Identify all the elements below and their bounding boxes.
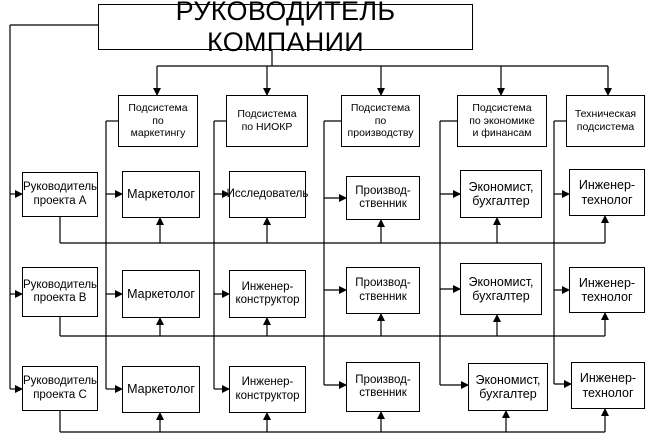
role-a-technical-label: Инженер- технолог: [578, 178, 636, 207]
role-b-technical-box: Инженер- технолог: [569, 267, 645, 313]
role-c-technical-label: Инженер- технолог: [579, 371, 637, 400]
role-c-economics-label: Экономист, бухгалтер: [475, 372, 541, 401]
project-manager-b-label: Руководитель проекта В: [22, 278, 98, 304]
subsystem-production-box: Подсистема по производству: [341, 95, 420, 147]
company-head-label: РУКОВОДИТЕЛЬ КОМПАНИИ: [175, 0, 396, 57]
project-manager-c-label: Руководитель проекта С: [22, 375, 98, 401]
role-b-marketing-label: Маркетолог: [127, 286, 195, 301]
subsystem-production-label: Подсистема по производству: [347, 102, 414, 140]
role-c-production-box: Производ- ственник: [346, 362, 420, 412]
subsystem-economics-box: Подсистема по экономике и финансам: [457, 95, 547, 147]
role-a-niokr-box: Исследователь: [226, 171, 309, 218]
subsystem-marketing-label: Подсистема по маркетингу: [128, 102, 188, 140]
role-c-marketing-box: Маркетолог: [122, 366, 200, 413]
subsystem-marketing-box: Подсистема по маркетингу: [118, 95, 198, 147]
subsystem-economics-label: Подсистема по экономике и финансам: [469, 102, 535, 140]
project-manager-c-box: Руководитель проекта С: [22, 366, 98, 411]
role-a-economics-label: Экономист, бухгалтер: [468, 179, 534, 208]
role-a-production-label: Производ- ственник: [355, 184, 411, 210]
role-a-production-box: Производ- ственник: [346, 176, 420, 220]
project-manager-a-label: Руководитель проекта А: [22, 181, 98, 207]
role-b-niokr-box: Инженер- конструктор: [229, 270, 306, 318]
project-manager-a-box: Руководитель проекта А: [22, 172, 98, 217]
subsystem-niokr-label: Подсистема по НИОКР: [237, 108, 297, 133]
company-head-box: РУКОВОДИТЕЛЬ КОМПАНИИ: [98, 0, 473, 57]
role-c-production-label: Производ- ственник: [355, 373, 411, 399]
subsystem-technical-label: Техническая подсистема: [574, 108, 637, 133]
role-c-niokr-box: Инженер- конструктор: [229, 366, 306, 413]
role-a-marketing-box: Маркетолог: [122, 171, 200, 218]
project-manager-b-box: Руководитель проекта В: [22, 267, 98, 317]
role-a-technical-box: Инженер- технолог: [569, 169, 645, 216]
subsystem-niokr-box: Подсистема по НИОКР: [226, 95, 308, 147]
role-b-production-box: Производ- ственник: [346, 267, 420, 314]
subsystem-technical-box: Техническая подсистема: [566, 95, 645, 147]
role-b-marketing-box: Маркетолог: [122, 270, 200, 318]
role-c-marketing-label: Маркетолог: [127, 382, 195, 397]
role-a-niokr-label: Исследователь: [226, 187, 309, 200]
role-c-niokr-label: Инженер- конструктор: [235, 376, 300, 402]
role-c-technical-box: Инженер- технолог: [571, 362, 645, 409]
role-a-marketing-label: Маркетолог: [127, 187, 195, 202]
role-b-economics-label: Экономист, бухгалтер: [468, 274, 534, 303]
role-c-economics-box: Экономист, бухгалтер: [468, 363, 548, 411]
role-a-economics-box: Экономист, бухгалтер: [460, 170, 542, 218]
role-b-production-label: Производ- ственник: [355, 277, 411, 303]
role-b-technical-label: Инженер- технолог: [578, 275, 636, 304]
role-b-niokr-label: Инженер- конструктор: [235, 280, 300, 306]
role-b-economics-box: Экономист, бухгалтер: [460, 263, 542, 315]
